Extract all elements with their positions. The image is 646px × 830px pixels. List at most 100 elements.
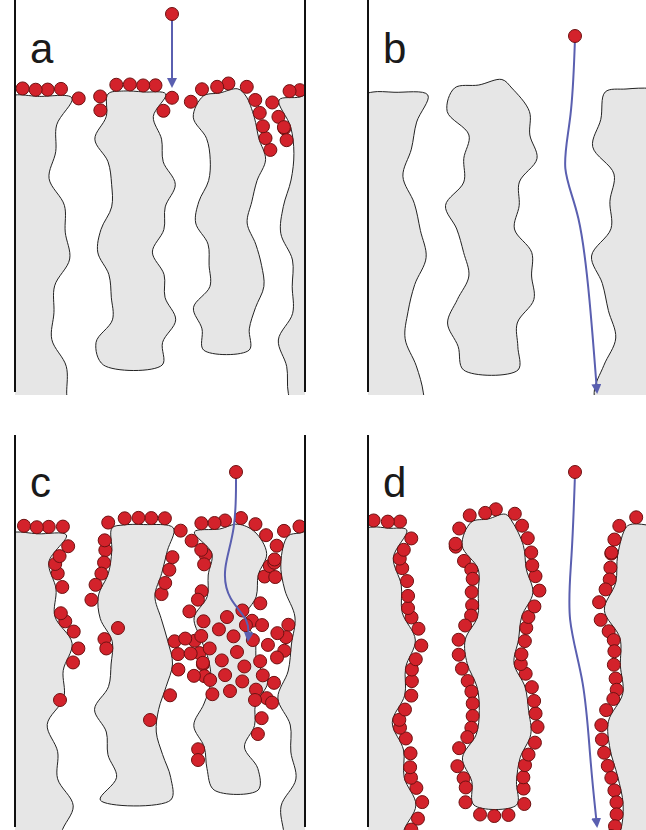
particle (595, 719, 608, 732)
particle (157, 104, 170, 117)
solid-grain (15, 532, 73, 830)
particle (85, 593, 98, 606)
particle (223, 685, 236, 698)
particle (249, 694, 262, 707)
particle (608, 533, 621, 546)
particle (466, 710, 479, 723)
particle (145, 512, 158, 525)
particle (608, 784, 621, 797)
particle (137, 79, 150, 92)
solid-grain (194, 524, 268, 794)
particle (569, 30, 582, 43)
particle (270, 539, 283, 552)
particle (110, 78, 123, 91)
particle (453, 742, 466, 755)
particle (163, 563, 176, 576)
particle (474, 808, 487, 821)
particle (208, 516, 221, 529)
particle (461, 731, 474, 744)
particle (282, 618, 295, 631)
column-wall (14, 435, 16, 827)
particle (533, 584, 546, 597)
particle (62, 540, 75, 553)
solid-grain (368, 92, 428, 395)
particle (405, 689, 418, 702)
particle (100, 642, 113, 655)
particle (215, 654, 228, 667)
particle (203, 642, 216, 655)
particle (251, 728, 264, 741)
column-wall (304, 0, 306, 392)
particle (280, 134, 293, 147)
particle (261, 638, 274, 651)
particle (608, 645, 621, 658)
particle (211, 80, 224, 93)
particle (601, 759, 614, 772)
solid-grain (462, 514, 533, 810)
particle (256, 669, 269, 682)
panel-letter: a (30, 28, 53, 70)
particle (598, 746, 611, 759)
particle (466, 572, 479, 585)
particle (277, 121, 290, 134)
particle (293, 520, 305, 533)
particle (465, 685, 478, 698)
particle (518, 797, 531, 810)
particle (102, 516, 115, 529)
column-wall (304, 435, 306, 827)
particle (195, 83, 208, 96)
particle (195, 543, 208, 556)
particle (56, 580, 69, 593)
particle (526, 559, 539, 572)
particle (609, 820, 622, 830)
column-wall (367, 435, 369, 827)
particle (230, 466, 243, 479)
particle (191, 593, 204, 606)
solid-grain (15, 95, 72, 395)
particle (402, 589, 415, 602)
particle (610, 808, 623, 821)
particle (402, 602, 415, 615)
particle (164, 689, 177, 702)
particle (54, 82, 67, 95)
particle (197, 615, 210, 628)
particle (531, 720, 544, 733)
particle (184, 647, 197, 660)
particle (463, 509, 476, 522)
particle (569, 466, 582, 479)
particle (219, 669, 232, 682)
particle (236, 675, 249, 688)
particle (517, 771, 530, 784)
particle (459, 619, 472, 632)
particle (256, 120, 269, 133)
particle (98, 534, 111, 547)
particle (518, 635, 531, 648)
particle-path (171, 16, 173, 86)
particle (271, 627, 284, 640)
particle (56, 520, 69, 533)
particle (123, 78, 136, 91)
particle (29, 83, 42, 96)
particle (174, 524, 187, 537)
particle (234, 512, 247, 525)
pore-panel (15, 77, 305, 395)
particle (516, 519, 529, 532)
solid-grain (591, 88, 646, 395)
particle (132, 511, 145, 524)
particle (227, 630, 240, 643)
particle (220, 611, 233, 624)
particle (183, 605, 196, 618)
particle (249, 518, 262, 531)
particle (525, 546, 538, 559)
particle (271, 651, 284, 664)
pore-panel (368, 503, 646, 830)
particle (264, 143, 277, 156)
pore-panel (15, 511, 305, 830)
particle (398, 703, 411, 716)
panel-letter: c (30, 462, 51, 504)
particle (479, 506, 492, 519)
particle (30, 521, 43, 534)
particle (630, 511, 643, 524)
particle (149, 79, 162, 92)
particle (94, 104, 107, 117)
